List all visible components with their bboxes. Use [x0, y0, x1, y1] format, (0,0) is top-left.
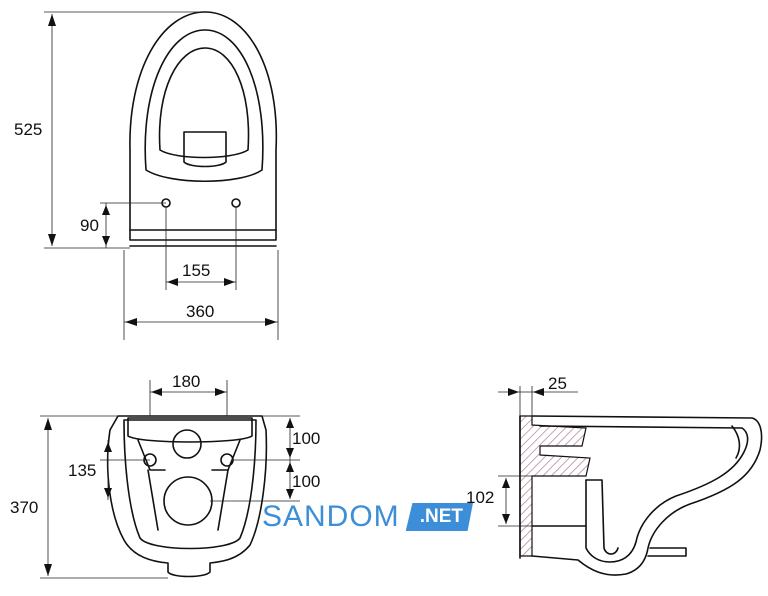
dim-front-holes: 135	[68, 461, 96, 480]
dim-side-wall: 25	[548, 374, 567, 393]
watermark-main-text: SANDOM	[262, 500, 400, 533]
dim-front-width: 180	[172, 372, 200, 391]
top-view: 525 90 155 360	[14, 11, 279, 340]
dim-front-upper: 100	[292, 429, 320, 448]
dim-front-height: 370	[10, 498, 38, 517]
dim-top-height: 525	[14, 120, 42, 139]
dim-top-width: 360	[186, 302, 214, 321]
side-view: 25 102	[466, 374, 763, 576]
front-view: 180 370 135 100 100	[10, 372, 320, 579]
dim-bracket-spacing: 155	[182, 261, 210, 280]
dim-bracket-offset: 90	[80, 216, 99, 235]
dim-side-outlet: 102	[466, 488, 494, 507]
watermark-tag: .NET	[405, 503, 473, 531]
dim-front-lower: 100	[292, 472, 320, 491]
sandom-watermark: SANDOM .NET	[262, 500, 473, 534]
